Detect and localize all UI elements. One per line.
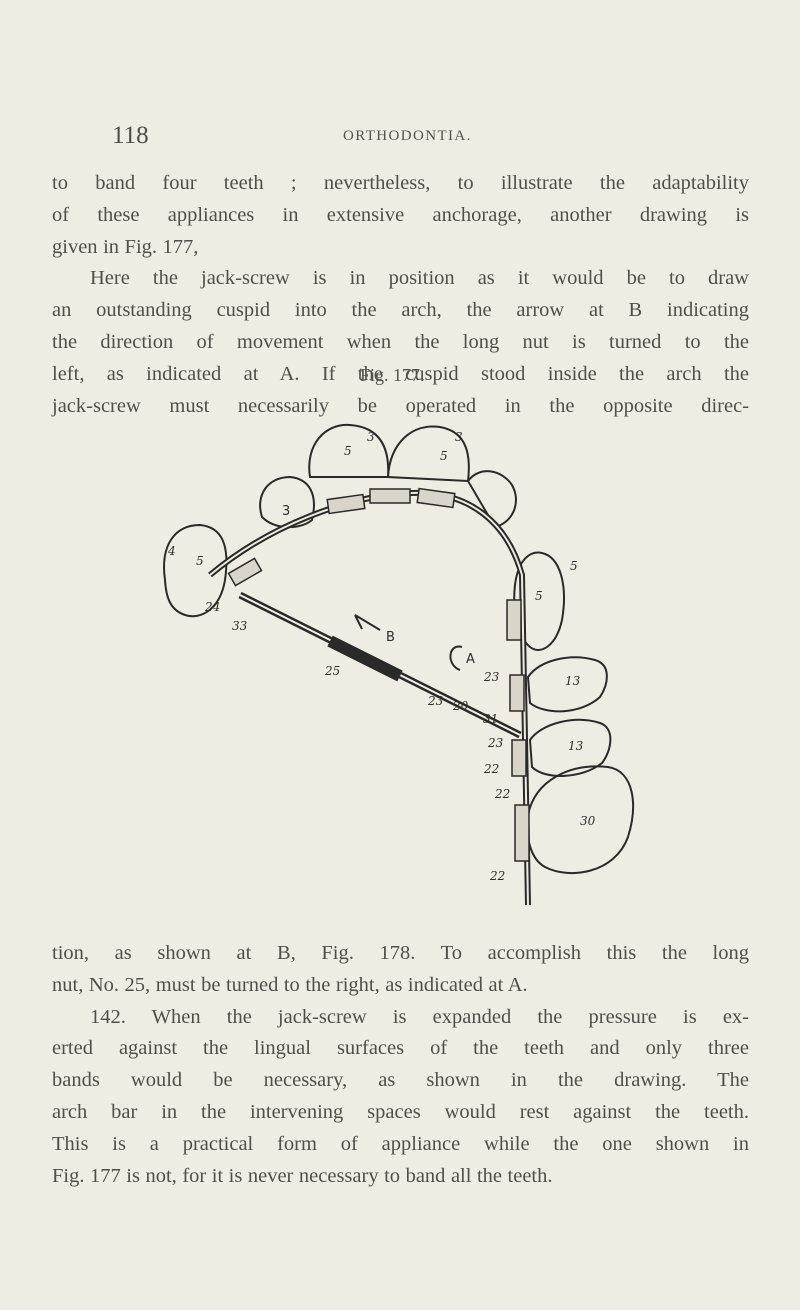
- label-5: 5: [570, 559, 578, 573]
- arch-bar-inner: [209, 491, 529, 906]
- text-line: to band four teeth ; nevertheless, to il…: [52, 172, 749, 194]
- label-22: 22: [489, 869, 505, 883]
- label-5: 5: [535, 589, 543, 603]
- arch-bar: [208, 489, 531, 906]
- page-number: 118: [112, 122, 149, 149]
- label-24: 24: [204, 600, 220, 614]
- text-line: Here the jack-screw is in position as it…: [90, 267, 749, 290]
- text-line: given in Fig. 177,: [52, 235, 199, 258]
- jack-screw-nut: [327, 635, 403, 682]
- tooth-outline: [526, 656, 608, 713]
- label-20: 20: [452, 699, 469, 713]
- label-3: 3: [367, 430, 375, 444]
- text-line: This is a practical form of appliance wh…: [52, 1132, 749, 1155]
- paragraph-bottom: tion, as shown at B, Fig. 178. To accomp…: [52, 938, 749, 1192]
- orthodontic-appliance-figure: B A 3 4 5 5 5 5 13 13 30 33 24 25 23 23 …: [163, 423, 635, 906]
- label-4: 4: [167, 544, 176, 558]
- band: [227, 557, 263, 587]
- text-line: left, as indicated at A. If the cuspid s…: [52, 362, 749, 385]
- text-line: bands would be necessary, as shown in th…: [52, 1069, 749, 1092]
- label-a: A: [466, 652, 475, 667]
- label-3: 3: [455, 430, 463, 444]
- tooth-outline: [308, 423, 390, 478]
- tooth-outline: [163, 523, 228, 618]
- band: [514, 804, 530, 862]
- text-line: 142. When the jack-screw is expanded the…: [90, 1005, 749, 1028]
- text-line: of these appliances in extensive anchora…: [52, 203, 749, 226]
- page-header: 118 ORTHODONTIA.: [112, 122, 712, 152]
- label-22: 22: [494, 787, 510, 801]
- label-b: B: [386, 630, 395, 645]
- label-33: 33: [232, 619, 248, 633]
- label-5: 5: [440, 449, 448, 463]
- band: [416, 487, 456, 509]
- text-line: the direction of movement when the long …: [52, 330, 749, 353]
- tooth-outline: [386, 425, 470, 483]
- label-25: 25: [324, 664, 340, 678]
- label-22: 22: [483, 762, 499, 776]
- band: [509, 674, 525, 712]
- text-line: arch bar in the intervening spaces would…: [52, 1100, 749, 1123]
- label-30: 30: [580, 814, 596, 828]
- label-23: 23: [427, 694, 444, 708]
- label-5: 5: [344, 444, 352, 458]
- band: [326, 493, 366, 515]
- text-line: an outstanding cuspid into the arch, the…: [52, 299, 749, 322]
- text-line: erted against the lingual surfaces of th…: [52, 1037, 749, 1060]
- band: [506, 599, 522, 641]
- figure-caption: Fig. 177.: [360, 365, 425, 385]
- label-5: 5: [196, 554, 204, 568]
- tooth-outline: [466, 470, 517, 529]
- running-title: ORTHODONTIA.: [343, 128, 472, 144]
- text-line: Fig. 177 is not, for it is never necessa…: [52, 1164, 553, 1187]
- label-13: 13: [565, 674, 581, 688]
- text-line: jack-screw must necessarily be operated …: [52, 394, 749, 417]
- label-23: 23: [487, 736, 504, 750]
- tooth-outline: [528, 718, 612, 777]
- tooth-outline: [526, 765, 635, 874]
- label-23: 23: [483, 670, 500, 684]
- label-31: 31: [483, 712, 498, 726]
- band: [369, 488, 411, 504]
- arrow-b: [354, 614, 381, 631]
- label-13: 13: [568, 739, 584, 753]
- text-line: tion, as shown at B, Fig. 178. To accomp…: [52, 942, 749, 964]
- text-line: nut, No. 25, must be turned to the right…: [52, 973, 528, 996]
- paragraph-top: to band four teeth ; nevertheless, to il…: [52, 168, 749, 422]
- label-3: 3: [282, 504, 290, 519]
- band: [511, 739, 527, 777]
- rotation-arrow-a: [449, 645, 463, 671]
